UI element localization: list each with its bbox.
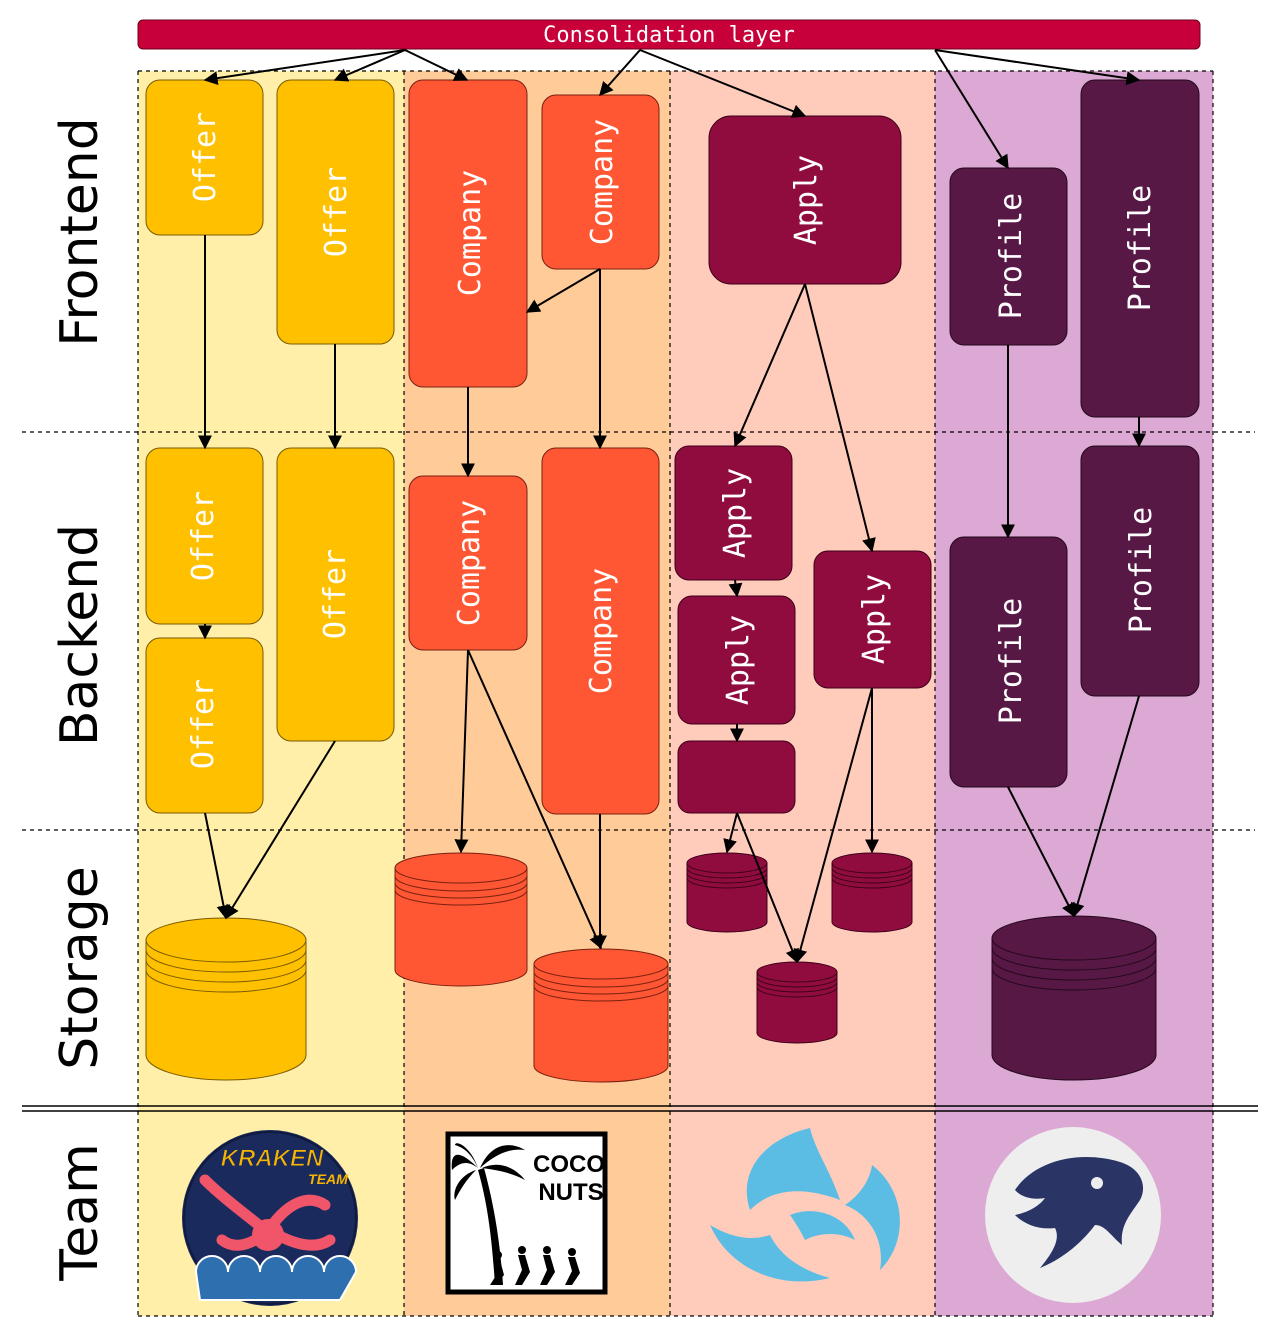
swirl-icon [710,1128,900,1282]
offer-storage-db [145,917,307,1081]
profile-frontend-label-2: Profile [1123,185,1158,311]
apply-storage-db-1 [686,852,768,933]
profile-storage-db [991,915,1157,1081]
row-label-frontend: Frontend [50,117,110,346]
company-storage-db-1 [394,852,528,987]
coconuts-line-2: NUTS [538,1179,603,1206]
consolidation-label: Consolidation layer [543,23,795,48]
offer-frontend-label-2: Offer [319,167,354,257]
kraken-title: KRAKEN [221,1145,324,1172]
company-components: Company Company Company Company [394,79,669,1083]
apply-backend-label-4: Apply [857,574,892,664]
eagle-head-icon [1015,1157,1144,1268]
wave-swirl-logo [710,1128,900,1282]
offer-components: Offer Offer Offer Offer Offer [145,79,395,1081]
offer-frontend-label-1: Offer [188,112,223,202]
profile-frontend-label-1: Profile [994,193,1029,319]
profile-components: Profile Profile Profile Profile [949,79,1200,1081]
company-frontend-label-1: Company [453,170,488,296]
running-people-icon [490,1246,580,1285]
row-separators [22,431,1258,1112]
waves-icon [194,1255,358,1301]
company-backend-label-2: Company [584,568,619,694]
row-label-backend: Backend [50,524,110,746]
apply-backend-label-2: Apply [721,615,756,705]
row-label-team: Team [50,1143,110,1281]
row-labels: Frontend Backend Storage Team [50,117,110,1281]
consolidation-layer: Consolidation layer [137,19,1201,50]
apply-frontend-label: Apply [789,155,824,245]
kraken-subtitle: TEAM [308,1171,348,1187]
kraken-team-logo: KRAKEN TEAM [182,1130,358,1306]
coconuts-team-logo: COCO NUTS [445,1131,608,1295]
flow-arrows [198,49,1146,964]
profile-backend-label-1: Profile [994,598,1029,724]
apply-storage-db-3 [756,961,838,1044]
row-label-storage: Storage [50,866,110,1069]
company-frontend-label-2: Company [585,119,620,245]
apply-backend-box-3 [677,740,796,814]
apply-backend-box-1 [674,445,793,581]
offer-backend-label-2: Offer [186,679,221,769]
company-storage-db-2 [533,948,669,1083]
eagle-team-logo [985,1127,1161,1303]
apply-storage-db-2 [831,852,913,933]
offer-backend-label-3: Offer [318,549,353,639]
coconuts-line-1: COCO [533,1151,605,1178]
profile-backend-label-2: Profile [1124,507,1159,633]
company-backend-label-1: Company [452,500,487,626]
offer-backend-label-1: Offer [186,491,221,581]
apply-backend-label-1: Apply [718,468,753,558]
